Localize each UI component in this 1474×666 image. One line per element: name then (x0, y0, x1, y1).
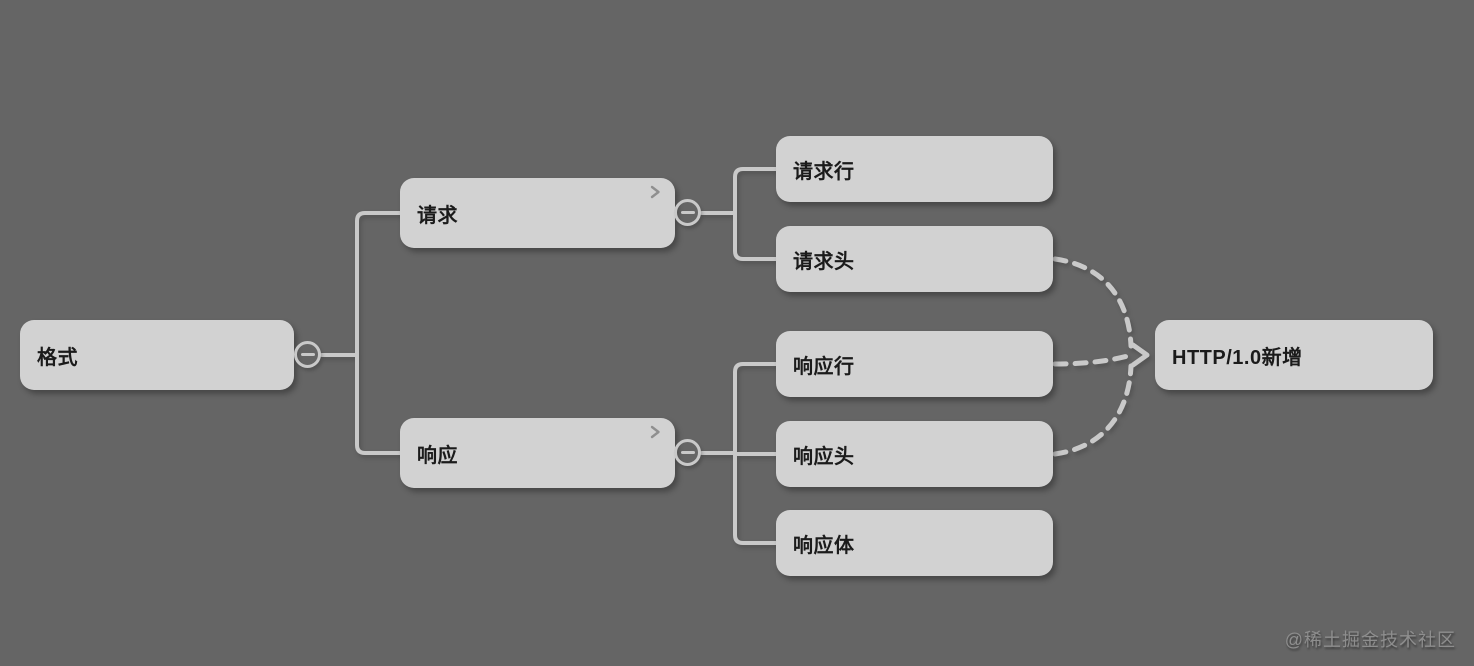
dashed-link-request-headers (1052, 256, 1134, 349)
node-label: 响应 (417, 444, 458, 467)
watermark: @稀土掘金技术社区 (1284, 630, 1456, 650)
edge-response-line (733, 362, 778, 455)
edge-request-line (733, 167, 778, 215)
minus-icon (300, 353, 315, 356)
node-label: 响应体 (793, 534, 855, 557)
edge-root-response (355, 353, 402, 455)
node-label: 响应头 (793, 445, 855, 468)
edge-response-body (733, 451, 778, 545)
edge-root-request (355, 211, 402, 357)
edge-request-headers (733, 211, 778, 261)
node-response-body[interactable]: 响应体 (776, 510, 1053, 576)
arrowhead-icon (1130, 342, 1150, 368)
collapse-toggle-request[interactable] (674, 199, 701, 226)
chevron-right-icon (648, 185, 662, 199)
collapse-toggle-response[interactable] (674, 439, 701, 466)
minus-icon (680, 211, 695, 214)
collapse-toggle-format[interactable] (294, 341, 321, 368)
node-label: 请求 (417, 204, 458, 227)
node-request-headers[interactable]: 请求头 (776, 226, 1053, 292)
node-label: 请求行 (793, 160, 855, 183)
node-request[interactable]: 请求 (400, 178, 675, 248)
node-response-line[interactable]: 响应行 (776, 331, 1053, 397)
node-label: 请求头 (793, 250, 855, 273)
chevron-right-icon (648, 425, 662, 439)
dashed-link-response-line (1052, 353, 1131, 367)
node-response-headers[interactable]: 响应头 (776, 421, 1053, 487)
node-request-line[interactable]: 请求行 (776, 136, 1053, 202)
node-label: HTTP/1.0新增 (1172, 346, 1303, 369)
node-label: 响应行 (793, 355, 855, 378)
minus-icon (680, 451, 695, 454)
node-label: 格式 (37, 346, 78, 369)
dashed-link-response-headers (1052, 363, 1134, 457)
node-response[interactable]: 响应 (400, 418, 675, 488)
node-http10-new[interactable]: HTTP/1.0新增 (1155, 320, 1433, 390)
node-format[interactable]: 格式 (20, 320, 294, 390)
